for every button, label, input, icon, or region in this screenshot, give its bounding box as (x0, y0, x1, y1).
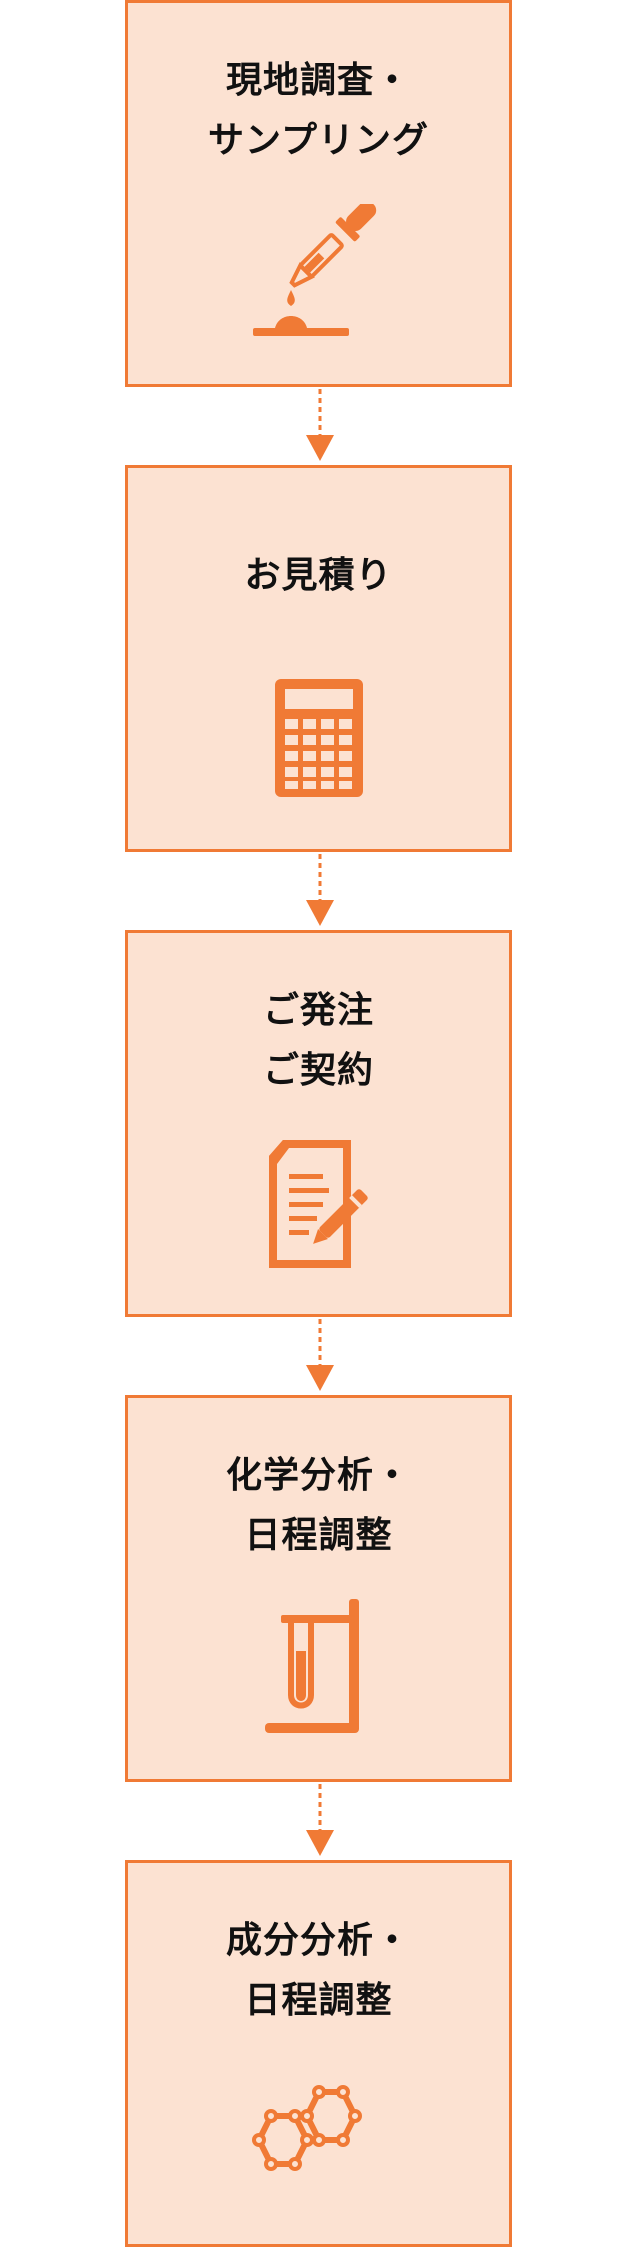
calculator-icon (239, 669, 399, 809)
step-title-line: サンプリング (208, 120, 429, 161)
step-title-line: 日程調整 (244, 1515, 393, 1556)
step-title: 化学分析・ 日程調整 (128, 1446, 509, 1566)
step-title: 現地調査・ サンプリング (128, 51, 509, 171)
step-title: ご発注 ご契約 (128, 981, 509, 1101)
step-title-line: ご契約 (262, 1050, 374, 1091)
flow-arrow (303, 1317, 337, 1395)
flow-step-order-contract: ご発注 ご契約 (125, 930, 512, 1317)
flow-step-component-analysis: 成分分析・ 日程調整 (125, 1860, 512, 2247)
flow-arrow (303, 852, 337, 930)
step-title: 成分分析・ 日程調整 (128, 1911, 509, 2031)
molecule-icon (239, 2064, 399, 2204)
flow-step-site-survey-sampling: 現地調査・ サンプリング (125, 0, 512, 387)
step-title-line: ご発注 (262, 990, 374, 1031)
step-title: お見積り (128, 546, 509, 606)
flow-step-estimate: お見積り (125, 465, 512, 852)
flow-step-chemical-analysis: 化学分析・ 日程調整 (125, 1395, 512, 1782)
step-title-line: 日程調整 (244, 1980, 393, 2021)
step-title-line: 成分分析・ (225, 1920, 411, 1961)
flow-arrow (303, 387, 337, 465)
dropper-icon (239, 204, 399, 344)
test-tube-stand-icon (239, 1599, 399, 1739)
step-title-line: 現地調査・ (225, 60, 411, 101)
flow-arrow (303, 1782, 337, 1860)
contract-document-icon (239, 1134, 399, 1274)
step-title-line: お見積り (244, 555, 393, 596)
step-title-line: 化学分析・ (225, 1455, 411, 1496)
